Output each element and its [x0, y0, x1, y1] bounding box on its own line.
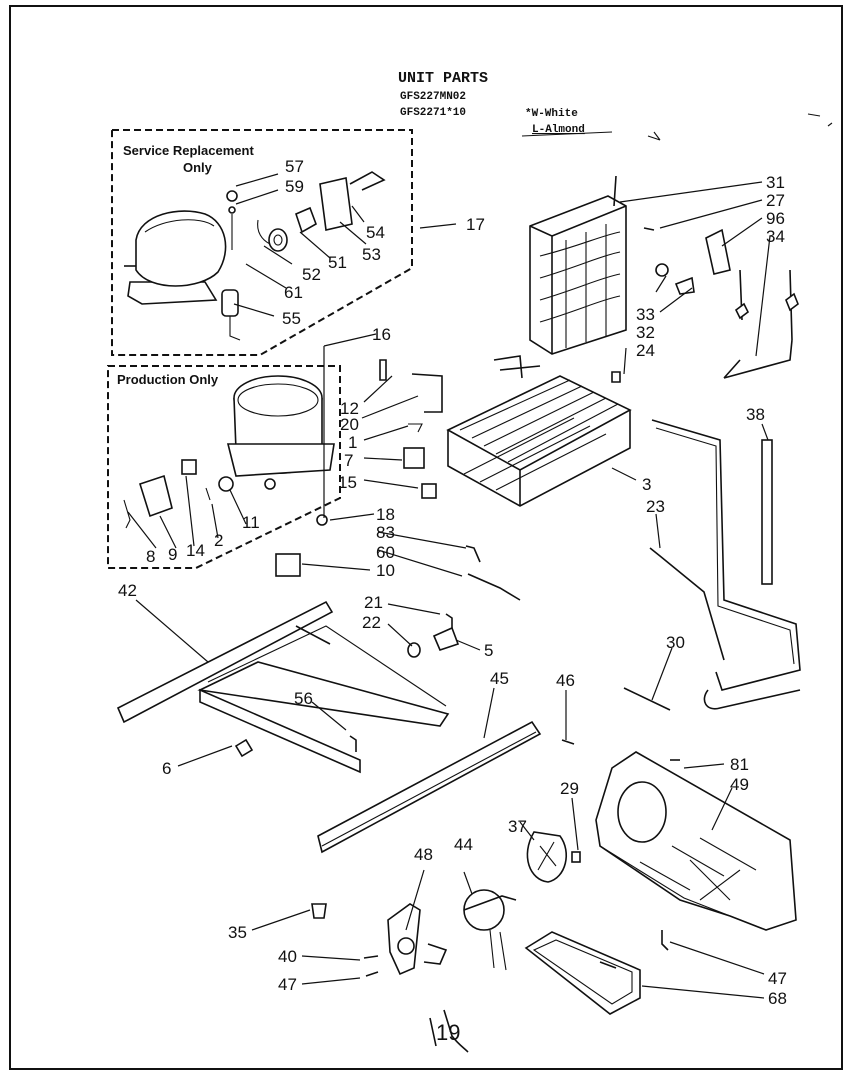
production-box-title: Production Only [117, 372, 219, 387]
callout-38: 38 [746, 405, 765, 424]
diagram-title: UNIT PARTS [398, 70, 488, 87]
color-code-white: *W-White [525, 108, 578, 120]
callout-55: 55 [282, 309, 301, 328]
callout-57: 57 [285, 157, 304, 176]
fan-bracket [595, 751, 797, 951]
callout-56: 56 [294, 689, 313, 708]
evaporator [446, 355, 632, 507]
footer-mark-text: 19 [436, 1020, 460, 1045]
callout-22: 22 [362, 613, 381, 632]
base-frame [116, 600, 450, 774]
model-number-2: GFS2271*10 [400, 107, 466, 119]
overload-parts [221, 171, 386, 341]
callout-21: 21 [364, 593, 383, 612]
almond-underline [521, 131, 613, 137]
callout-46: 46 [556, 671, 575, 690]
callout-47-left: 47 [278, 975, 297, 994]
callout-10: 10 [376, 561, 395, 580]
callout-9: 9 [168, 545, 177, 564]
relay-clip-parts [379, 359, 443, 499]
callout-29: 29 [560, 779, 579, 798]
callout-1: 1 [348, 433, 357, 452]
callout-23: 23 [646, 497, 665, 516]
callout-96: 96 [766, 209, 785, 228]
drain-pan [524, 931, 641, 1015]
tick-mark [807, 113, 833, 127]
callout-24: 24 [636, 341, 655, 360]
callout-18: 18 [376, 505, 395, 524]
callout-2: 2 [214, 531, 223, 550]
service-box-subtitle: Only [183, 160, 213, 175]
callout-6: 6 [162, 759, 171, 778]
callout-51: 51 [328, 253, 347, 272]
callout-12: 12 [340, 399, 359, 418]
service-replacement-box [111, 129, 413, 356]
callout-83: 83 [376, 523, 395, 542]
sensor-parts [275, 514, 521, 601]
cross-rail [317, 720, 575, 854]
production-only-box [107, 365, 341, 569]
callout-59: 59 [285, 177, 304, 196]
callout-81: 81 [730, 755, 749, 774]
drier-parts [643, 227, 799, 379]
callout-33: 33 [636, 305, 655, 324]
callout-labels: 57 59 54 53 51 52 61 55 17 31 27 96 34 3… [118, 157, 787, 1008]
footer-mark: 19 [429, 1009, 469, 1053]
callout-14: 14 [186, 541, 205, 560]
callout-53: 53 [362, 245, 381, 264]
callout-5: 5 [484, 641, 493, 660]
callout-45: 45 [490, 669, 509, 688]
callout-8: 8 [146, 547, 155, 566]
fan-motor-parts [311, 831, 581, 977]
callout-61: 61 [284, 283, 303, 302]
callout-15: 15 [338, 473, 357, 492]
callout-11: 11 [242, 513, 260, 532]
condenser-coil [529, 175, 627, 355]
page-border [9, 5, 843, 1070]
callout-48: 48 [414, 845, 433, 864]
callout-68: 68 [768, 989, 787, 1008]
callout-54: 54 [366, 223, 385, 242]
callout-30: 30 [666, 633, 685, 652]
callout-34: 34 [766, 227, 785, 246]
callout-20: 20 [340, 415, 359, 434]
start-relay-parts [123, 459, 234, 529]
color-code-almond: L-Almond [532, 124, 585, 136]
tick-mark [647, 131, 661, 141]
callout-44: 44 [454, 835, 473, 854]
callout-49: 49 [730, 775, 749, 794]
callout-40: 40 [278, 947, 297, 966]
callout-16: 16 [372, 325, 391, 344]
callout-47-right: 47 [768, 969, 787, 988]
callout-37: 37 [508, 817, 527, 836]
callout-7: 7 [344, 451, 353, 470]
compressor-service [124, 210, 227, 305]
model-number-1: GFS227MN02 [400, 91, 466, 103]
callout-42: 42 [118, 581, 137, 600]
leader-lines [127, 173, 771, 999]
callout-31: 31 [766, 173, 785, 192]
callout-32: 32 [636, 323, 655, 342]
callout-52: 52 [302, 265, 321, 284]
callout-27: 27 [766, 191, 785, 210]
callout-17: 17 [466, 215, 485, 234]
callout-60: 60 [376, 543, 395, 562]
clip-parts [407, 613, 671, 711]
service-box-title: Service Replacement [123, 143, 254, 158]
callout-3: 3 [642, 475, 651, 494]
compressor-production [226, 375, 335, 490]
suction-tubing [649, 419, 801, 710]
callout-35: 35 [228, 923, 247, 942]
